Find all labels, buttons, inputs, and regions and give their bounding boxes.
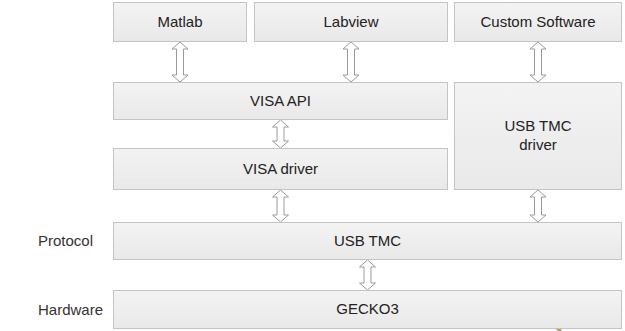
box-label: USB TMC — [334, 232, 401, 251]
box-label: GECKO3 — [336, 300, 399, 319]
software-layer-box: USB TMC — [113, 222, 622, 260]
double-arrow-connector — [360, 260, 376, 290]
software-layer-box: Custom Software — [454, 2, 622, 42]
double-arrow-connector — [273, 120, 289, 148]
box-label: VISA driver — [243, 160, 318, 179]
layer-caption: Protocol — [38, 232, 93, 249]
software-layer-box: USB TMC driver — [454, 82, 622, 190]
box-label: Labview — [323, 13, 378, 32]
box-label: VISA API — [250, 92, 311, 111]
software-layer-box: VISA driver — [113, 148, 448, 190]
double-arrow-connector — [530, 190, 546, 222]
box-label: USB TMC driver — [498, 117, 578, 155]
software-layer-box: Labview — [254, 2, 448, 42]
double-arrow-connector — [273, 190, 289, 222]
layer-caption: Hardware — [38, 301, 103, 318]
double-arrow-connector — [172, 42, 188, 82]
software-layer-box: VISA API — [113, 82, 448, 120]
software-layer-box: Matlab — [113, 2, 247, 42]
double-arrow-connector — [343, 42, 359, 82]
box-label: Matlab — [157, 13, 202, 32]
software-layer-box: GECKO3 — [113, 290, 622, 329]
double-arrow-connector — [530, 42, 546, 82]
box-label: Custom Software — [480, 13, 595, 32]
